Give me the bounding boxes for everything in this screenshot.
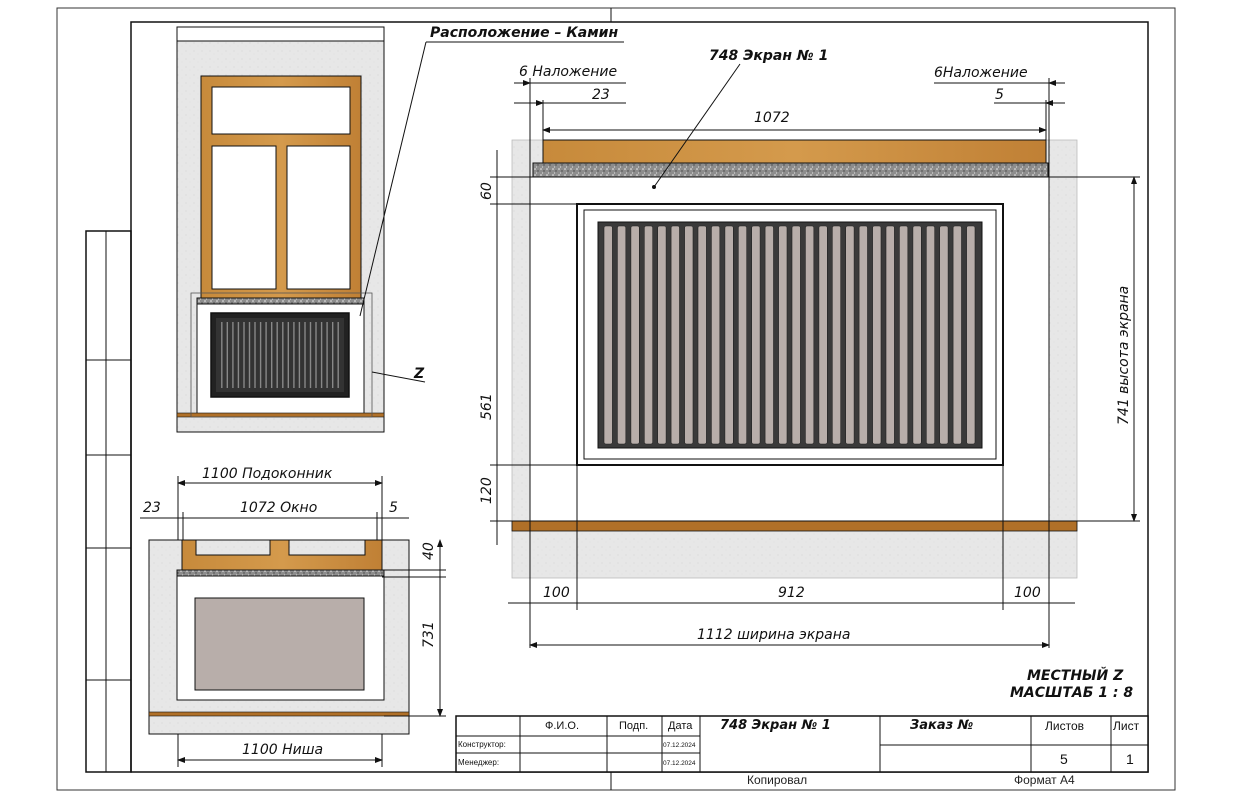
grille-slat — [630, 225, 640, 445]
location-label: Расположение – Камин — [430, 25, 618, 41]
grille-slat — [952, 225, 962, 445]
grille-slat — [791, 225, 801, 445]
detail-dimensions — [490, 78, 1140, 648]
grille-slat — [858, 225, 868, 445]
tb-order: Заказ № — [910, 718, 974, 733]
binding-strip — [85, 230, 132, 773]
dim-5-section: 5 — [389, 500, 398, 516]
grille-slat — [737, 225, 747, 445]
dim-sill: 1100 Подоконник — [202, 466, 333, 482]
tb-date-2: 07.12.2024 — [663, 760, 696, 767]
grille-slat — [724, 225, 734, 445]
grille-slat — [885, 225, 895, 445]
grille-slat — [670, 225, 680, 445]
dim-120: 120 — [479, 477, 495, 504]
grille-slat — [697, 225, 707, 445]
grille-slat — [643, 225, 653, 445]
dim-40: 40 — [421, 542, 437, 560]
front-elevation — [176, 26, 385, 433]
tb-sheets-value: 5 — [1060, 751, 1068, 767]
grille-slat — [925, 225, 935, 445]
grille-slat — [845, 225, 855, 445]
dim-5-top: 5 — [995, 87, 1004, 103]
tb-date-1: 07.12.2024 — [663, 742, 696, 749]
grille-slat — [818, 225, 828, 445]
grille-slat — [805, 225, 815, 445]
tb-sheet-value: 1 — [1126, 751, 1134, 767]
dim-741: 741 высота экрана — [1116, 286, 1132, 425]
grille-slat — [751, 225, 761, 445]
section-dimensions — [140, 476, 446, 767]
screen-name-label: 748 Экран № 1 — [709, 48, 828, 64]
dim-561: 561 — [479, 393, 495, 420]
dim-100-right: 100 — [1014, 585, 1041, 601]
dim-niche: 1100 Ниша — [242, 742, 323, 758]
tb-title: 748 Экран № 1 — [720, 718, 831, 733]
grille-slat — [603, 225, 613, 445]
sheet-border — [56, 7, 1176, 791]
dim-1072-top: 1072 — [754, 110, 790, 126]
grille-slat — [912, 225, 922, 445]
tb-format: Формат А4 — [1014, 773, 1075, 787]
tb-sheets-label: Листов — [1045, 719, 1084, 733]
detail-view — [511, 139, 1078, 579]
tb-col-sign: Подп. — [619, 720, 648, 732]
tb-col-date: Дата — [668, 720, 693, 732]
dim-23-top: 23 — [592, 87, 610, 103]
overlay-left-label: 6 Наложение — [519, 64, 617, 80]
local-view-title: МЕСТНЫЙ Z — [1027, 667, 1124, 684]
tb-sheet-label: Лист — [1113, 719, 1140, 733]
scale-label: МАСШТАБ 1 : 8 — [1010, 685, 1133, 701]
grille-slat — [657, 225, 667, 445]
grille-slat — [684, 225, 694, 445]
dim-23-section: 23 — [143, 500, 161, 516]
title-block — [455, 715, 1149, 773]
grille-slat — [939, 225, 949, 445]
tb-copied: Копировал — [747, 773, 807, 787]
dim-100-left: 100 — [543, 585, 570, 601]
tb-manager: Менеджер: — [458, 758, 499, 767]
dim-window: 1072 Окно — [240, 500, 317, 516]
z-marker: Z — [413, 366, 425, 382]
grille-slat — [899, 225, 909, 445]
grille-slat — [778, 225, 788, 445]
dim-731: 731 — [421, 621, 437, 648]
dim-1112: 1112 ширина экрана — [697, 627, 851, 643]
dim-912: 912 — [778, 585, 805, 601]
grille-slat — [872, 225, 882, 445]
grille-slat — [764, 225, 774, 445]
dim-60: 60 — [479, 182, 495, 200]
grille-slat — [966, 225, 976, 445]
section-view — [148, 539, 410, 735]
grille-slat — [617, 225, 627, 445]
grille-slat — [711, 225, 721, 445]
tb-constructor: Конструктор: — [458, 740, 506, 749]
grille-slat — [831, 225, 841, 445]
overlay-right-label: 6Наложение — [934, 65, 1028, 81]
tb-col-fio: Ф.И.О. — [545, 720, 579, 732]
